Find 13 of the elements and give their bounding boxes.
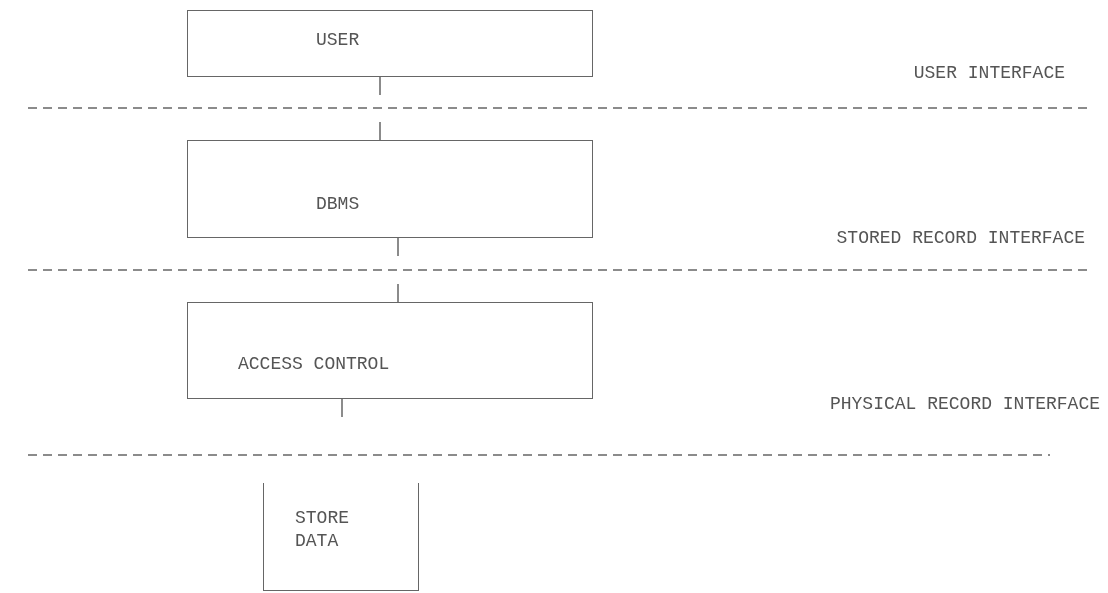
node-label: ACCESS CONTROL: [238, 353, 391, 376]
interface-label: STORED RECORD INTERFACE: [836, 228, 1085, 248]
interface-label: PHYSICAL RECORD INTERFACE: [829, 394, 1100, 414]
open-box: [263, 483, 419, 591]
process-box: [187, 140, 593, 238]
interface-label: USER INTERFACE: [913, 63, 1065, 83]
node-label: USER: [316, 29, 361, 52]
connector-line: [379, 76, 381, 141]
node-label: DBMS: [316, 193, 361, 216]
process-box: [187, 10, 593, 77]
node-label: STORE DATA: [295, 507, 350, 554]
connector-line: [397, 237, 399, 303]
process-box: [187, 302, 593, 399]
